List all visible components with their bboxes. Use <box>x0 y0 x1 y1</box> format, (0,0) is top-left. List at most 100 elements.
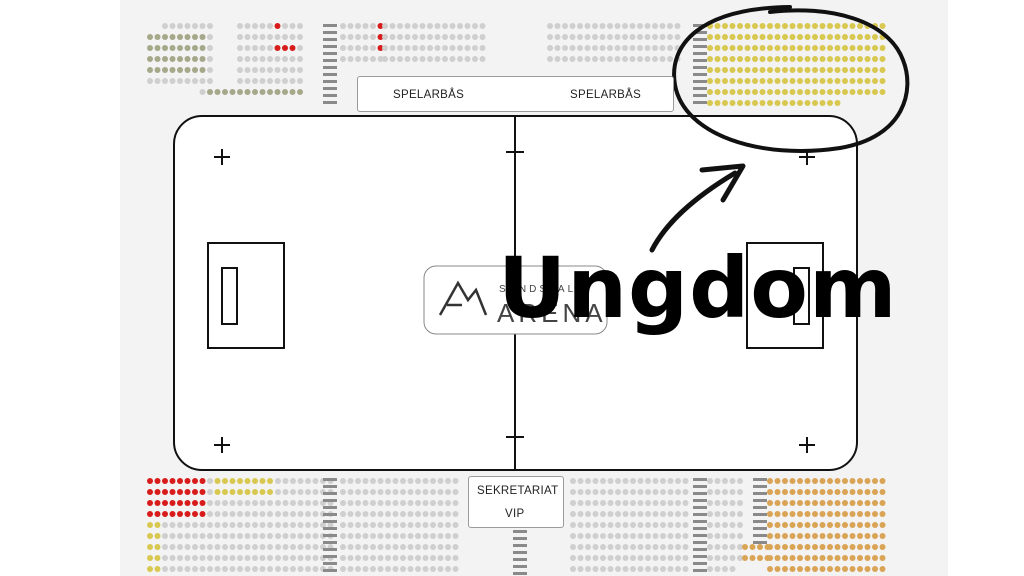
seat-bottom-center-right[interactable] <box>622 522 629 528</box>
seat-bottom-left[interactable] <box>184 511 191 517</box>
seat-bottom-left-center[interactable] <box>259 544 266 550</box>
seat-bottom-center-right[interactable] <box>630 533 636 539</box>
seat-top-left-center[interactable] <box>267 78 273 84</box>
seat-bottom-center-right[interactable] <box>652 500 659 506</box>
seat-youth[interactable] <box>722 89 728 95</box>
seat-top-center[interactable] <box>389 23 396 29</box>
seat-bottom-left-center[interactable] <box>282 478 289 484</box>
seat-top-left[interactable] <box>192 23 198 29</box>
seat-bottom-center-right[interactable] <box>592 566 599 572</box>
seat-youth[interactable] <box>864 67 871 73</box>
seat-top-left-center[interactable] <box>244 23 251 29</box>
seat-top-center[interactable] <box>397 34 403 40</box>
seat-bottom-right-orange[interactable] <box>774 566 781 572</box>
seat-bottom-right-orange[interactable] <box>857 522 863 528</box>
seat-top-left-center[interactable] <box>282 23 288 29</box>
seat-bottom-right-orange[interactable] <box>842 478 848 484</box>
seat-bottom-right-orange[interactable] <box>767 478 773 484</box>
seat-top-left-center[interactable] <box>244 56 251 62</box>
seat-youth[interactable] <box>774 78 781 84</box>
seat-bottom-center[interactable] <box>400 511 406 517</box>
seat-bottom-center[interactable] <box>407 511 414 517</box>
seat-youth[interactable] <box>864 56 871 62</box>
seat-bottom-right-orange[interactable] <box>879 533 886 539</box>
seat-bottom-center-right[interactable] <box>675 555 681 561</box>
seat-top-center[interactable] <box>382 56 388 62</box>
seat-youth[interactable] <box>827 45 833 51</box>
seat-top-center-right[interactable] <box>644 34 651 40</box>
seat-bottom-right-orange[interactable] <box>774 511 781 517</box>
seat-youth[interactable] <box>812 56 818 62</box>
seat-youth[interactable] <box>842 89 848 95</box>
seat-top-center[interactable] <box>434 45 441 51</box>
seat-top-left-center[interactable] <box>297 23 303 29</box>
seat-top-center-right[interactable] <box>599 23 606 29</box>
seat-bottom-center[interactable] <box>362 489 369 495</box>
secretariat-booth[interactable]: SEKRETARIAT VIP <box>468 476 564 528</box>
seat-bottom-left-center[interactable] <box>267 522 273 528</box>
seat-bottom-center-right[interactable] <box>660 566 666 572</box>
seat-top-center[interactable] <box>464 23 471 29</box>
seat-bottom-center-right[interactable] <box>637 511 644 517</box>
seat-bottom-right-orange[interactable] <box>864 544 871 550</box>
seat-youth[interactable] <box>714 100 721 106</box>
seat-bottom-right-orange[interactable] <box>864 522 871 528</box>
seat-youth[interactable] <box>827 67 833 73</box>
seat-youth[interactable] <box>827 89 833 95</box>
seat-bottom-left-center[interactable] <box>214 522 221 528</box>
seat-bottom-left[interactable] <box>192 511 198 517</box>
seat-bottom-left-center[interactable] <box>305 544 311 550</box>
seat-bottom-right-orange[interactable] <box>804 522 811 528</box>
seat-bottom-center[interactable] <box>430 511 436 517</box>
seat-bottom-right-orange[interactable] <box>764 555 771 561</box>
seat-bottom-right[interactable] <box>722 555 728 561</box>
seat-top-left-center[interactable] <box>252 23 258 29</box>
seat-bottom-left[interactable] <box>147 478 153 484</box>
seat-top-left[interactable] <box>192 34 198 40</box>
seat-top-center[interactable] <box>382 23 388 29</box>
seat-bottom-left-center[interactable] <box>222 566 228 572</box>
seat-bottom-right-orange[interactable] <box>797 522 803 528</box>
seat-bottom-center-right[interactable] <box>607 500 614 506</box>
seat-youth[interactable] <box>879 78 886 84</box>
seat-top-center[interactable] <box>362 34 369 40</box>
seat-youth[interactable] <box>872 45 878 51</box>
seat-bottom-left-center[interactable] <box>214 511 221 517</box>
seat-youth[interactable] <box>729 23 736 29</box>
seat-bottom-center-right[interactable] <box>592 489 599 495</box>
seat-youth[interactable] <box>752 67 758 73</box>
seat-top-center[interactable] <box>382 45 388 51</box>
seat-top-left-center[interactable] <box>244 45 251 51</box>
seat-top-center[interactable] <box>347 23 354 29</box>
seat-top-center-right[interactable] <box>562 56 568 62</box>
seat-bottom-center-right[interactable] <box>682 511 689 517</box>
seat-youth[interactable] <box>752 89 758 95</box>
seat-bottom-center-right[interactable] <box>682 489 689 495</box>
seat-bottom-center[interactable] <box>347 522 354 528</box>
seat-bottom-left-center[interactable] <box>290 544 296 550</box>
seat-bottom-center-right[interactable] <box>682 522 689 528</box>
seat-top-left[interactable] <box>259 89 266 95</box>
seat-youth[interactable] <box>707 67 713 73</box>
seat-bottom-center-right[interactable] <box>675 566 681 572</box>
seat-bottom-right-orange[interactable] <box>879 544 886 550</box>
seat-top-center-right[interactable] <box>629 34 636 40</box>
seat-top-left-center[interactable] <box>282 34 288 40</box>
seat-top-center-right[interactable] <box>577 23 583 29</box>
seat-bottom-center-right[interactable] <box>600 489 606 495</box>
seat-youth[interactable] <box>759 34 766 40</box>
seat-bottom-right-orange[interactable] <box>857 500 863 506</box>
seat-bottom-center-right[interactable] <box>585 533 591 539</box>
seat-bottom-right-orange[interactable] <box>864 489 871 495</box>
seat-bottom-center-right[interactable] <box>607 555 614 561</box>
seat-bottom-center-right[interactable] <box>637 478 644 484</box>
seat-bottom-right-orange[interactable] <box>812 566 818 572</box>
seat-bottom-left-center[interactable] <box>275 522 281 528</box>
seat-bottom-center-right[interactable] <box>667 489 674 495</box>
seat-top-left[interactable] <box>184 67 191 73</box>
seat-bottom-right-orange[interactable] <box>842 500 848 506</box>
seat-top-center[interactable] <box>464 56 471 62</box>
seat-bottom-right-orange[interactable] <box>782 566 788 572</box>
seat-top-center[interactable] <box>397 45 403 51</box>
seat-bottom-center-right[interactable] <box>592 533 599 539</box>
